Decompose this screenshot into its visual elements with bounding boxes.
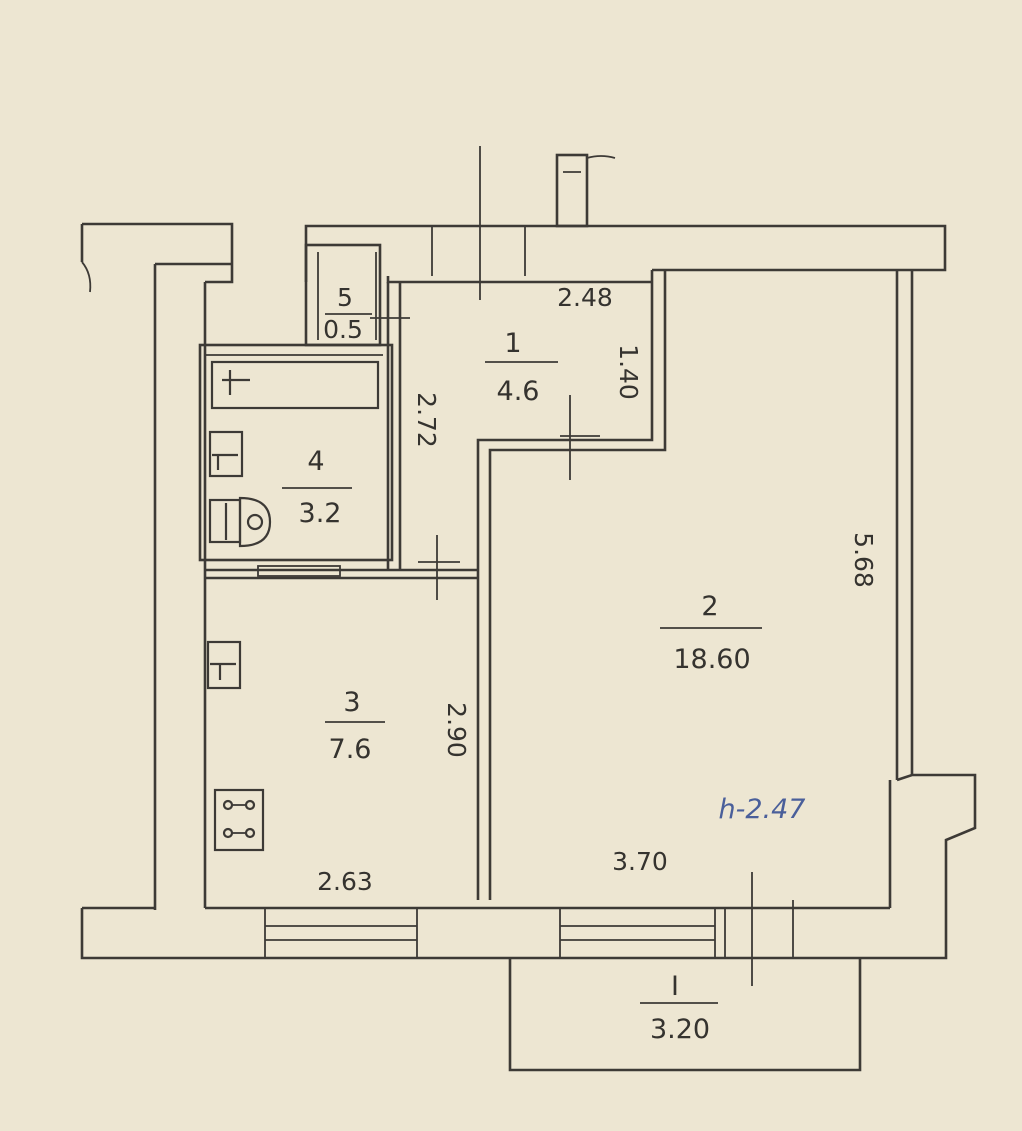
room-label-1: 1 4.6 xyxy=(485,328,558,407)
dimension-living-width: 3.70 xyxy=(612,847,668,876)
svg-text:3.2: 3.2 xyxy=(299,498,342,529)
room-label-balcony: I 3.20 xyxy=(640,971,718,1045)
dimension-kitchen-length: 2.90 xyxy=(442,702,471,758)
window-kitchen xyxy=(264,907,418,959)
svg-text:5: 5 xyxy=(337,283,353,312)
svg-text:4.6: 4.6 xyxy=(497,376,540,407)
svg-text:3.20: 3.20 xyxy=(650,1014,710,1045)
room-label-4: 4 3.2 xyxy=(282,446,352,529)
stove-icon xyxy=(213,788,265,852)
room-label-3: 3 7.6 xyxy=(325,687,385,765)
walls xyxy=(80,146,977,1072)
svg-text:3: 3 xyxy=(343,687,360,718)
dimension-bath-length: 2.72 xyxy=(412,392,441,448)
svg-text:7.6: 7.6 xyxy=(329,734,372,765)
svg-text:0.5: 0.5 xyxy=(323,315,363,344)
sink-icon xyxy=(208,430,244,478)
window-living xyxy=(559,907,716,959)
fixtures xyxy=(206,360,380,852)
balcony-door xyxy=(724,872,794,986)
bathtub-icon xyxy=(210,360,380,410)
sink-icon xyxy=(206,640,242,690)
svg-text:18.60: 18.60 xyxy=(673,644,750,675)
room-label-2: 2 18.60 xyxy=(660,591,762,675)
balcony xyxy=(508,958,862,1072)
dimension-hall-depth: 1.40 xyxy=(614,344,643,400)
ceiling-height-annotation: h-2.47 xyxy=(719,794,806,825)
svg-text:I: I xyxy=(671,971,679,1002)
toilet-icon xyxy=(208,496,272,548)
svg-text:1: 1 xyxy=(504,328,521,359)
dimension-hall-width: 2.48 xyxy=(557,283,613,312)
svg-text:4: 4 xyxy=(307,446,324,477)
svg-text:2: 2 xyxy=(701,591,718,622)
room-label-5: 5 0.5 xyxy=(323,283,372,344)
ventilation-shaft-icon xyxy=(555,153,616,228)
dimension-kitchen-width: 2.63 xyxy=(317,867,373,896)
dimension-living-length: 5.68 xyxy=(849,532,878,588)
